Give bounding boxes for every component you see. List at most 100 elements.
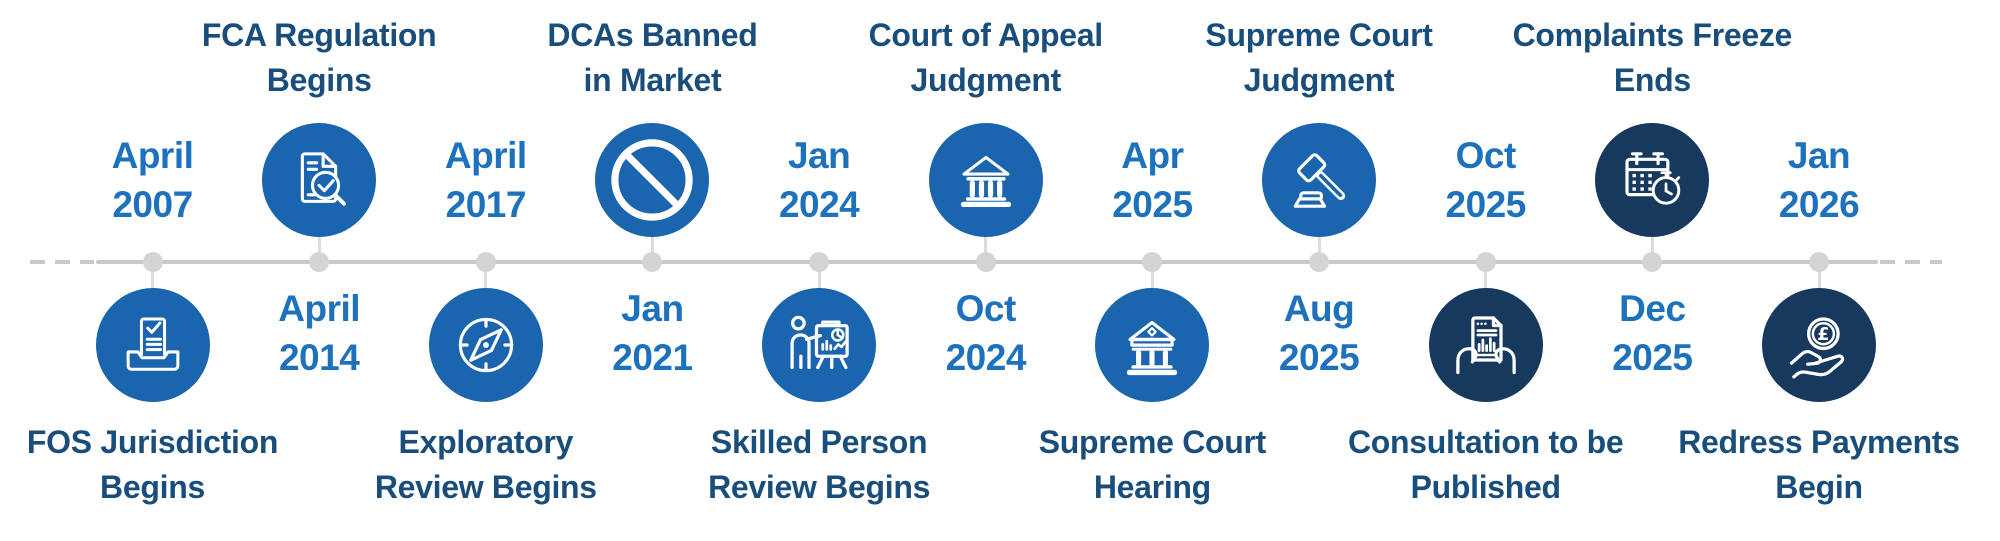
event-label-line: in Market: [583, 62, 722, 98]
inbox-check-icon: [126, 317, 179, 371]
event-connector: [650, 228, 654, 262]
event-connector: [984, 228, 988, 262]
event-label-line: Redress Payments: [1678, 424, 1960, 460]
timeline-dot: [142, 252, 163, 272]
event-date-line: April: [278, 288, 361, 329]
event-label-line: DCAs Banned: [547, 17, 758, 53]
event-date-line: 2025: [1278, 337, 1360, 378]
prohibition-icon: [611, 139, 694, 221]
event-label-line: Skilled Person: [710, 424, 928, 460]
timeline-dot: [309, 252, 330, 272]
event-label-line: Judgment: [1243, 62, 1395, 98]
hands-report-icon: [1455, 316, 1516, 375]
event-icon-circle: [428, 288, 543, 402]
event-connector: [1484, 262, 1488, 296]
event-icon-circle: [1595, 123, 1710, 237]
document-check-magnifier-icon: [300, 152, 347, 206]
event-connector: [817, 262, 821, 296]
event-date-line: Oct: [955, 288, 1017, 329]
compass-icon: [458, 317, 513, 373]
timeline-dot: [1475, 252, 1496, 272]
event-date-line: Oct: [1455, 135, 1517, 176]
event-connector: [484, 262, 488, 296]
event-date-line: Apr: [1121, 135, 1184, 176]
event-date-line: 2017: [445, 184, 527, 225]
event-date-line: Aug: [1283, 288, 1355, 329]
event-date-line: 2026: [1778, 184, 1860, 225]
event-icon-circle: [595, 123, 710, 237]
event-label-line: Consultation to be: [1347, 424, 1624, 460]
event-icon-circle: [1262, 123, 1377, 237]
courthouse-ornate-icon: [1127, 320, 1178, 376]
event-icon-circle: [1095, 288, 1210, 402]
event-date-line: 2024: [945, 337, 1027, 378]
event-icon-circle: [262, 123, 377, 237]
timeline-dot: [975, 252, 996, 272]
event-label-line: Judgment: [910, 62, 1062, 98]
timeline-dot: [809, 252, 830, 272]
event-label-line: Supreme Court: [1205, 17, 1433, 53]
timeline-dot: [475, 252, 496, 272]
event-date: Dec 2025: [1492, 284, 1812, 382]
event-label-line: FOS Jurisdiction: [26, 424, 279, 460]
hand-pound-icon: £: [1789, 317, 1845, 379]
event-date-line: Dec: [1619, 288, 1686, 329]
event-date: April 2014: [159, 284, 479, 382]
courthouse-icon: [960, 155, 1011, 207]
event-label-line: Review Begins: [374, 469, 597, 505]
presentation-chart-icon: [790, 315, 849, 370]
event-date-line: 2021: [612, 337, 693, 378]
event-connector: [317, 228, 321, 262]
event-label: DCAs Banned in Market: [482, 13, 822, 103]
gavel-icon: [1293, 153, 1346, 208]
timeline-dot: [1142, 252, 1163, 272]
event-label-line: Published: [1410, 469, 1562, 505]
event-label-line: Exploratory: [398, 424, 574, 460]
event-label-line: Review Begins: [708, 469, 931, 505]
event-label: Consultation to be Published: [1316, 420, 1656, 510]
timeline-dot: [1809, 252, 1829, 272]
event-label-line: Begins: [266, 62, 372, 98]
event-date: Jan 2021: [492, 284, 812, 382]
event-connector: [1150, 262, 1154, 296]
calendar-stopwatch-icon: [1625, 152, 1681, 205]
event-connector: [1817, 262, 1821, 296]
event-label-line: Complaints Freeze: [1512, 17, 1793, 53]
event-label-line: FCA Regulation: [201, 17, 437, 53]
event-date: Oct 2025: [1326, 131, 1646, 229]
event-date: Aug 2025: [1159, 284, 1479, 382]
event-date-line: April: [444, 135, 527, 176]
event-date-line: 2025: [1445, 184, 1527, 225]
event-icon-circle: [762, 288, 877, 402]
event-date-line: 2024: [778, 184, 860, 225]
event-date: Oct 2024: [826, 284, 1146, 382]
event-date-line: 2025: [1612, 337, 1693, 378]
event-date-line: 2007: [112, 184, 193, 225]
event-connector: [1650, 228, 1654, 262]
timeline-dot: [1309, 252, 1330, 272]
timeline-dot: [642, 252, 663, 272]
event-date-line: 2014: [278, 337, 360, 378]
event-icon-circle: [928, 123, 1043, 237]
event-label-line: Begin: [1775, 469, 1863, 505]
event-icon-circle: [1428, 288, 1543, 402]
event-date-line: April: [111, 135, 194, 176]
event-date-line: Jan: [621, 288, 684, 329]
event-label-line: Supreme Court: [1038, 424, 1267, 460]
event-label-line: Ends: [1613, 62, 1691, 98]
event-connector: [1317, 228, 1321, 262]
svg-text:£: £: [1817, 325, 1829, 345]
timeline-dashed-end: [1880, 260, 1942, 264]
